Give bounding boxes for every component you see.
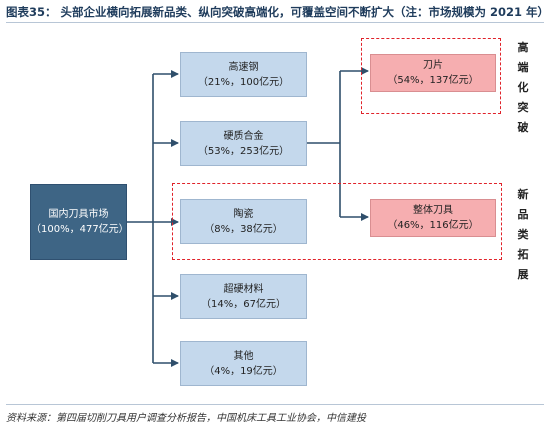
category-label: 超硬材料 <box>223 283 264 295</box>
category-node-carbide: 硬质合金 （53%，253亿元） <box>180 121 307 166</box>
figure-title: 图表35： 头部企业横向拓展新品类、纵向突破高端化，可覆盖空间不断扩大（注：市场… <box>6 5 550 19</box>
root-node: 国内刀具市场 （100%，477亿元） <box>30 184 129 260</box>
category-node-hss: 高速钢 （21%，100亿元） <box>180 52 307 97</box>
category-label: 硬质合金 <box>223 130 264 142</box>
category-value: （53%，253亿元） <box>197 145 290 157</box>
high-end-highlight <box>361 38 501 114</box>
category-node-ceramic: 陶瓷 （8%，38亿元） <box>180 199 307 244</box>
product-label: 整体刀具 <box>413 205 453 216</box>
root-label: 国内刀具市场 <box>48 209 109 220</box>
product-node-solid-tool: 整体刀具 （46%，116亿元） <box>370 199 496 237</box>
title-divider <box>6 22 544 23</box>
category-value: （8%，38亿元） <box>204 223 283 235</box>
category-label: 陶瓷 <box>233 208 254 220</box>
category-node-other: 其他 （4%，19亿元） <box>180 341 307 386</box>
category-value: （14%，67亿元） <box>201 298 286 310</box>
root-value: （100%，477亿元） <box>31 224 129 235</box>
new-category-label: 新 品 类 拓 展 <box>517 188 529 281</box>
category-node-superhard: 超硬材料 （14%，67亿元） <box>180 274 307 319</box>
product-node-insert: 刀片 （54%，137亿元） <box>370 54 496 92</box>
footer-divider <box>6 404 544 405</box>
category-value: （21%，100亿元） <box>197 76 290 88</box>
category-value: （4%，19亿元） <box>204 365 283 377</box>
new-category-highlight <box>172 183 502 260</box>
source-note: 资料来源：第四届切削刀具用户调查分析报告，中国机床工具工业协会，中信建投 <box>6 413 366 424</box>
category-label: 高速钢 <box>228 61 259 73</box>
product-value: （54%，137亿元） <box>387 75 479 86</box>
product-label: 刀片 <box>423 60 443 71</box>
high-end-label: 高 端 化 突 破 <box>517 41 529 134</box>
product-value: （46%，116亿元） <box>387 220 479 231</box>
category-label: 其他 <box>233 350 254 362</box>
